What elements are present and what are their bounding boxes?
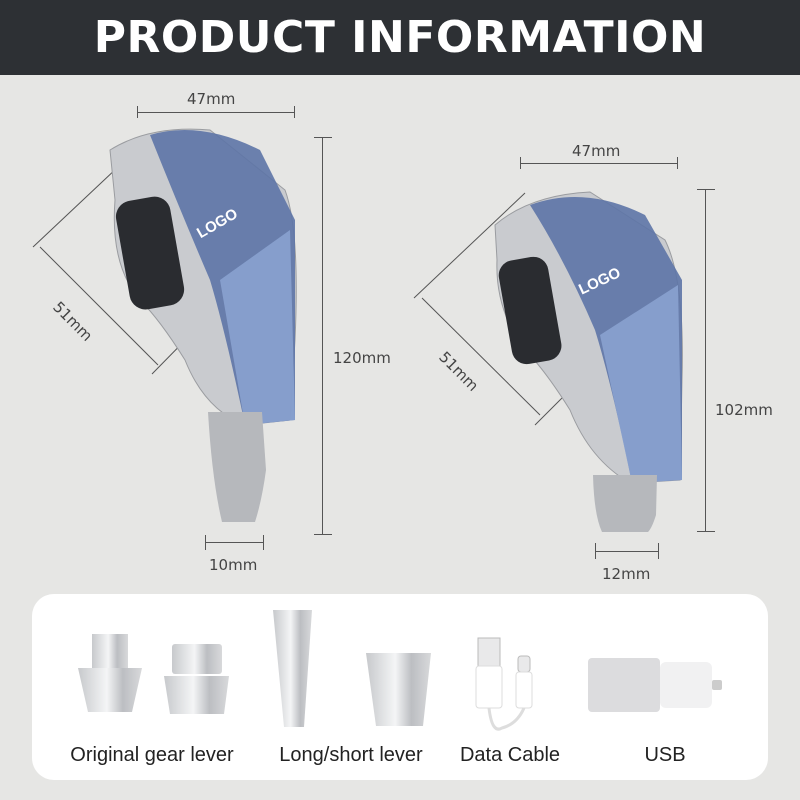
short-lever-icon <box>366 653 431 726</box>
tick <box>697 189 715 190</box>
usb-cable-icon <box>475 637 533 731</box>
page-title: PRODUCT INFORMATION <box>93 12 707 63</box>
accessory-label-long-short-lever: Long/short lever <box>279 744 423 766</box>
tick <box>677 157 678 169</box>
tick <box>205 535 206 550</box>
accessory-illustrations <box>78 610 722 731</box>
adapter-icon <box>78 634 142 712</box>
accessories-panel: Original gear lever Long/short lever Dat… <box>32 594 768 780</box>
tick <box>697 531 715 532</box>
usb-car-charger-icon <box>588 658 722 712</box>
base-line <box>595 551 658 552</box>
tick <box>314 137 332 138</box>
accessory-label-data-cable: Data Cable <box>459 744 561 766</box>
tick <box>263 535 264 550</box>
tick <box>658 543 659 559</box>
width-line <box>520 163 678 164</box>
accessory-label-usb: USB <box>644 744 686 766</box>
long-lever-icon <box>273 610 312 727</box>
tick <box>314 534 332 535</box>
base-line <box>205 542 263 543</box>
tick <box>137 106 138 118</box>
height-line <box>705 189 706 531</box>
base-label: 10mm <box>209 556 258 574</box>
height-label: 102mm <box>715 401 773 419</box>
accessory-label-original-gear-lever: Original gear lever <box>70 744 234 766</box>
header-banner: PRODUCT INFORMATION <box>0 0 800 75</box>
tick <box>595 543 596 559</box>
height-line <box>322 137 323 535</box>
width-label: 47mm <box>187 90 236 108</box>
width-label: 47mm <box>572 142 621 160</box>
height-label: 120mm <box>333 349 391 367</box>
width-line <box>137 112 295 113</box>
tick <box>520 157 521 169</box>
adapter-knurled-icon <box>164 644 229 714</box>
tick <box>294 106 295 118</box>
base-label: 12mm <box>602 565 651 583</box>
